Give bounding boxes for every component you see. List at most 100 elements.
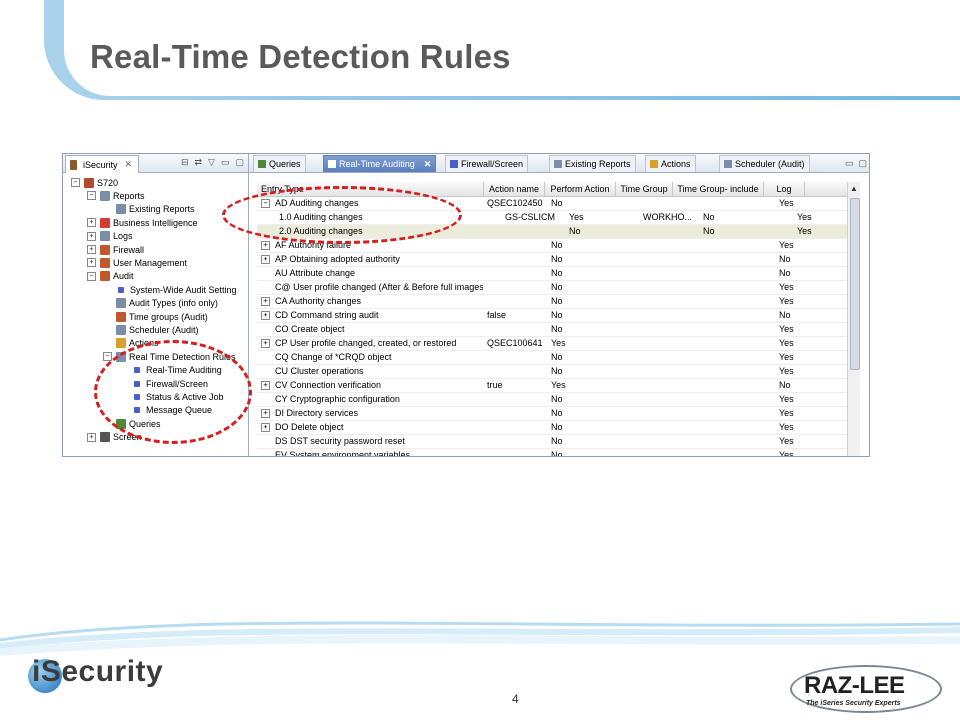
tree-item[interactable]: Existing Reports [103,203,195,216]
vertical-scrollbar[interactable]: ▲ [847,182,860,456]
tab-real-time-auditing[interactable]: Real-Time Auditing✕ [323,155,437,172]
tree-item[interactable]: +Firewall [87,243,144,256]
tab-existing-reports[interactable]: Existing Reports [549,155,636,172]
entry-type-text: DS DST security password reset [275,436,405,446]
expand-icon[interactable]: + [87,218,96,228]
expand-icon[interactable]: + [87,258,96,268]
tg-cell [621,295,681,308]
tgi-cell [681,365,775,378]
column-header[interactable]: Log [764,182,805,196]
entry-type-cell: +AP Obtaining adopted authority [257,253,483,266]
scroll-up-icon[interactable]: ▲ [850,184,858,193]
expand-icon[interactable]: + [261,297,270,306]
tg-cell [621,421,681,434]
tab-queries[interactable]: Queries [253,155,306,172]
log-cell: Yes [779,394,794,404]
close-icon[interactable]: ✕ [124,159,133,169]
entry-type-cell: CU Cluster operations [257,365,483,378]
table-row[interactable]: +CP User profile changed, created, or re… [257,337,849,351]
firewall-icon [100,244,110,255]
column-header[interactable]: Time Group- include [673,182,764,196]
log-icon [100,231,110,242]
table-row[interactable]: C@ User profile changed (After & Before … [257,281,849,295]
tree-item[interactable]: −S720 [71,176,118,189]
link-editor-icon[interactable]: ⇄ [194,157,203,167]
minimize-icon[interactable]: ▭ [844,158,854,168]
tree-item[interactable]: +User Management [87,256,187,269]
tree-item-label: Audit Types (info only) [129,298,218,309]
tab-firewall-screen[interactable]: Firewall/Screen [445,155,529,172]
tgi-cell [681,267,775,280]
query-icon [258,160,266,168]
column-header[interactable]: Time Group [616,182,673,196]
expand-icon[interactable]: + [87,432,96,442]
column-header[interactable]: Perform Action [545,182,616,196]
maximize-icon[interactable]: ▢ [858,158,867,168]
tree-item[interactable]: −Reports [87,189,145,202]
tree-item[interactable]: +Business Intelligence [87,216,198,229]
expand-icon[interactable]: + [261,409,270,418]
tg-cell [621,435,681,448]
action-cell [483,351,547,364]
tab-actions[interactable]: Actions [645,155,696,172]
editor-area: ▭ ▢ Queries Real-Time Auditing✕ Firewall/S… [249,154,869,456]
tree-item[interactable]: Scheduler (Audit) [103,323,199,336]
maximize-icon[interactable]: ▢ [235,157,244,167]
tree-item[interactable]: Time groups (Audit) [103,310,208,323]
tree-item[interactable]: +Logs [87,230,133,243]
tree-item-label: Time groups (Audit) [129,311,208,322]
actions-icon [650,160,658,168]
collapse-icon[interactable]: − [87,191,96,201]
close-icon[interactable]: ✕ [423,158,432,169]
collapse-icon[interactable]: − [87,271,96,281]
tree-item[interactable]: Audit Types (info only) [103,297,218,310]
clock-icon [116,311,126,322]
expand-icon[interactable]: + [87,245,96,254]
navigator-tab[interactable]: iSecurity ✕ [65,155,140,173]
collapse-icon[interactable]: − [103,352,112,362]
entry-type-text: AU Attribute change [275,268,356,278]
tab-scheduler-audit-[interactable]: Scheduler (Audit) [719,155,810,172]
column-header[interactable]: Action name [484,182,545,196]
expand-icon[interactable]: + [261,311,270,320]
expand-icon[interactable]: + [261,423,270,432]
tab-label: Queries [269,159,301,169]
collapse-icon[interactable]: − [71,178,80,187]
expand-icon[interactable]: + [87,231,96,241]
expand-icon[interactable]: + [261,381,270,390]
tree-item[interactable]: +Screen [87,431,142,444]
expand-icon[interactable]: + [261,339,270,348]
view-menu-icon[interactable]: ▽ [208,157,215,167]
tgi-cell [681,351,775,364]
user-icon [100,257,110,268]
annotation-highlight-tree [94,340,252,444]
expand-icon[interactable]: + [261,241,270,250]
log-cell: Yes [779,450,794,457]
tgi-cell [681,379,775,392]
scrollbar-thumb[interactable] [850,198,860,370]
minimize-icon[interactable]: ▭ [220,157,230,167]
tree-item[interactable]: −Audit [87,270,134,283]
action-cell [483,449,547,456]
tree-item[interactable]: System-Wide Audit Setting [103,283,237,296]
entry-type-cell: +CA Authority changes [257,295,483,308]
tg-cell: WORKHO... [643,212,692,222]
expand-icon[interactable]: + [261,255,270,264]
log-cell: Yes [779,408,794,418]
collapse-all-icon[interactable]: ⊟ [180,157,189,167]
